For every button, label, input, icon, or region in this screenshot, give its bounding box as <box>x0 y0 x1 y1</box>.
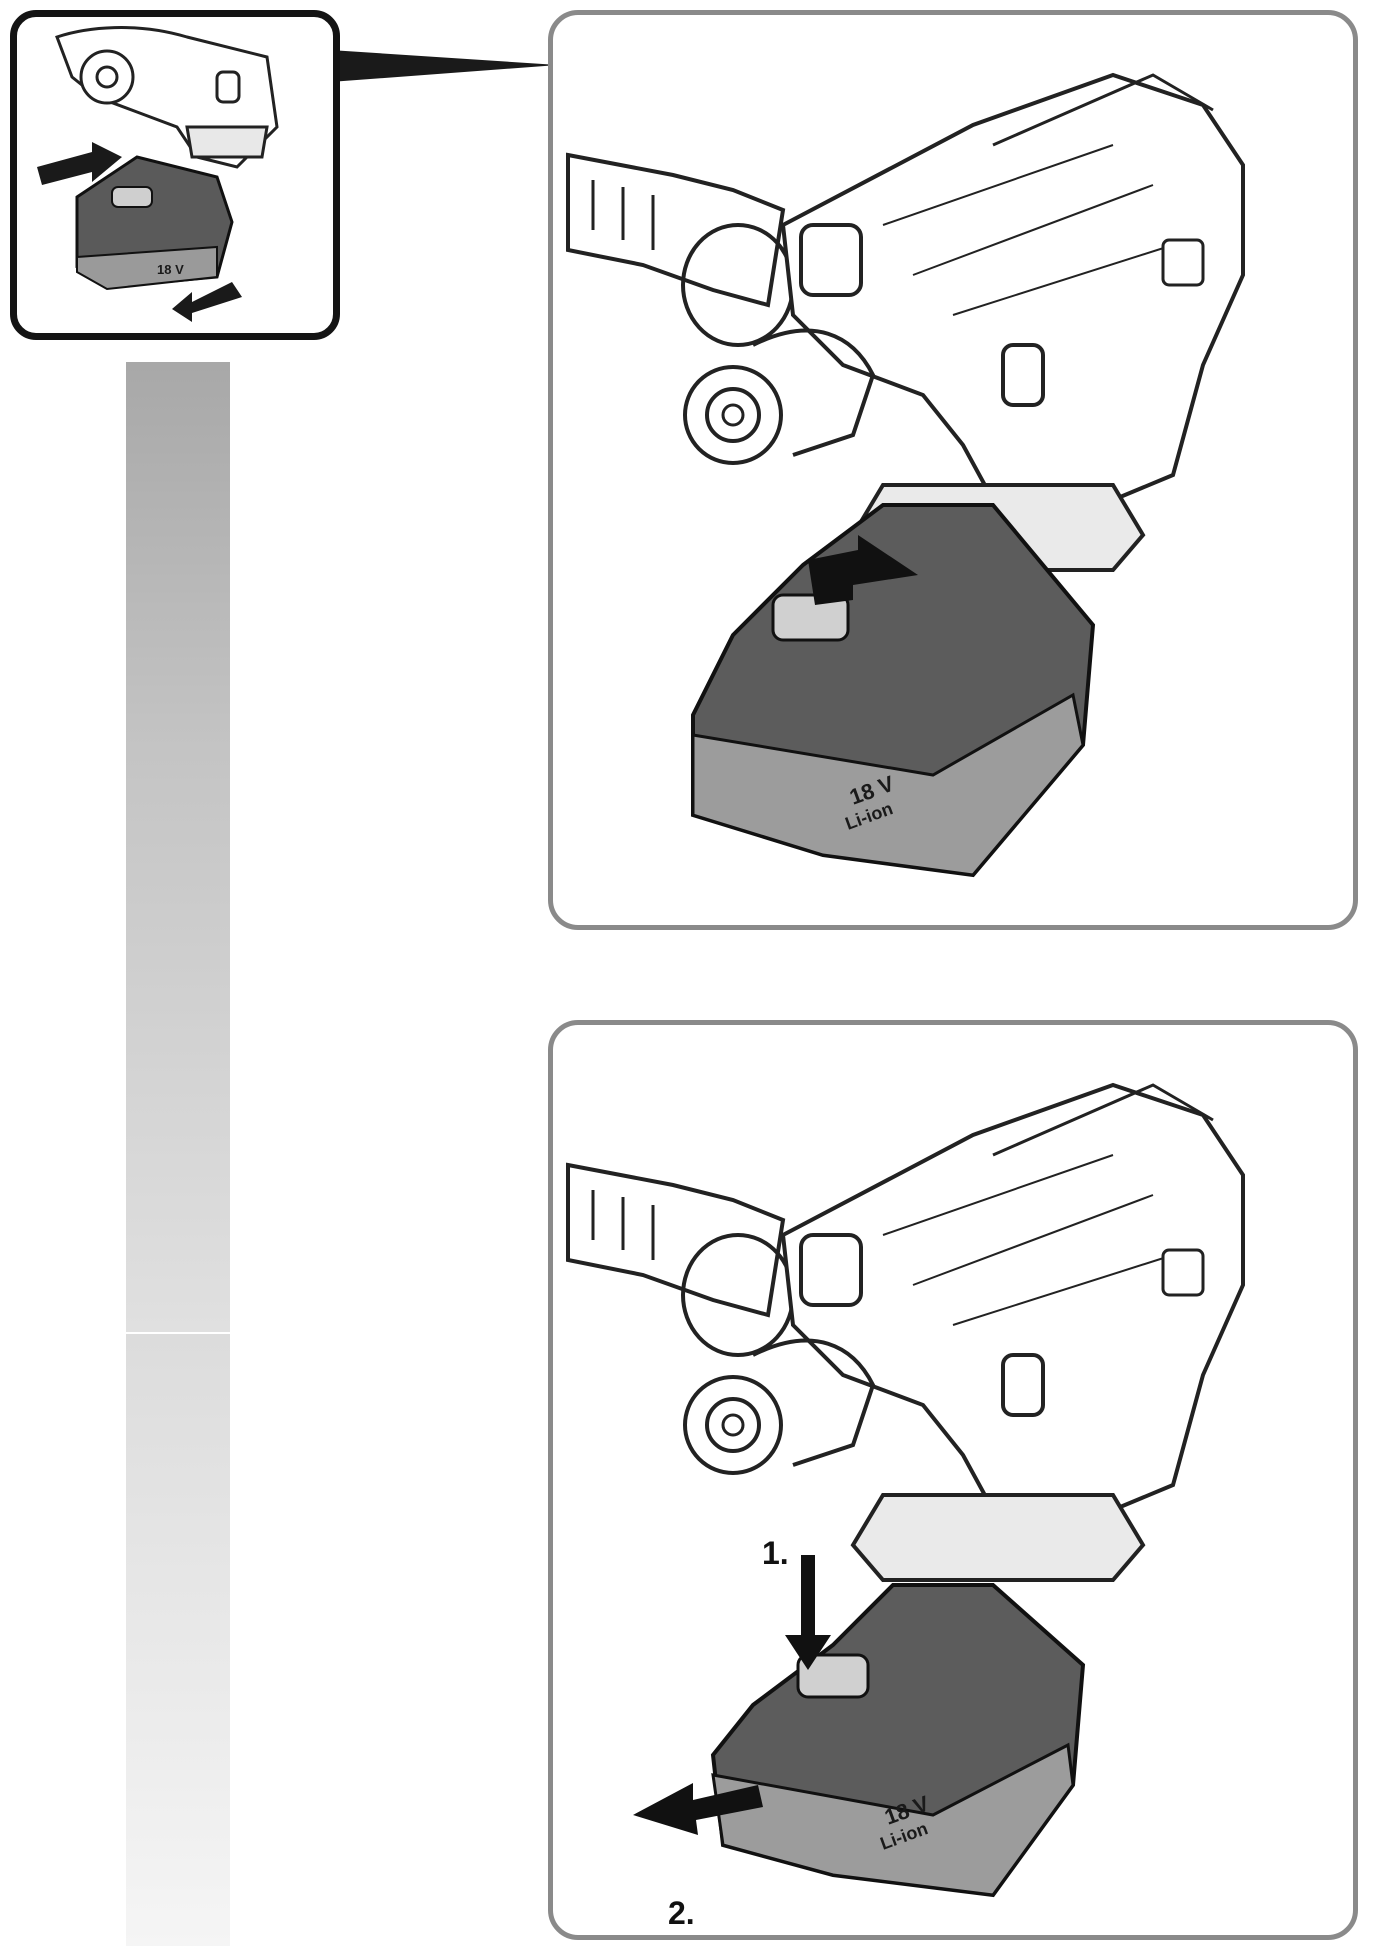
battery-pack: 18 V Li-ion <box>691 503 1096 878</box>
sidebar-strip <box>126 362 230 1332</box>
sidebar-strip-lower <box>126 1334 230 1946</box>
insert-arrow-icon <box>37 142 122 185</box>
overview-thumbnail: 18 V <box>10 10 340 340</box>
press-arrow-icon <box>785 1555 831 1670</box>
insert-arrow-icon <box>808 535 918 605</box>
thumb-battery-label: 18 V <box>157 262 184 277</box>
remove-arrow-icon <box>633 1783 763 1835</box>
panel-insert-battery: 18 V Li-ion <box>548 10 1358 930</box>
step-1-label: 1. <box>762 1535 789 1571</box>
battery-pack: 18 V Li-ion <box>710 1583 1086 1898</box>
zoom-connector <box>330 50 558 82</box>
panel-remove-battery: 18 V Li-ion <box>548 1020 1358 1940</box>
remove-arrow-icon <box>172 282 242 322</box>
step-2-label: 2. <box>668 1895 695 1931</box>
